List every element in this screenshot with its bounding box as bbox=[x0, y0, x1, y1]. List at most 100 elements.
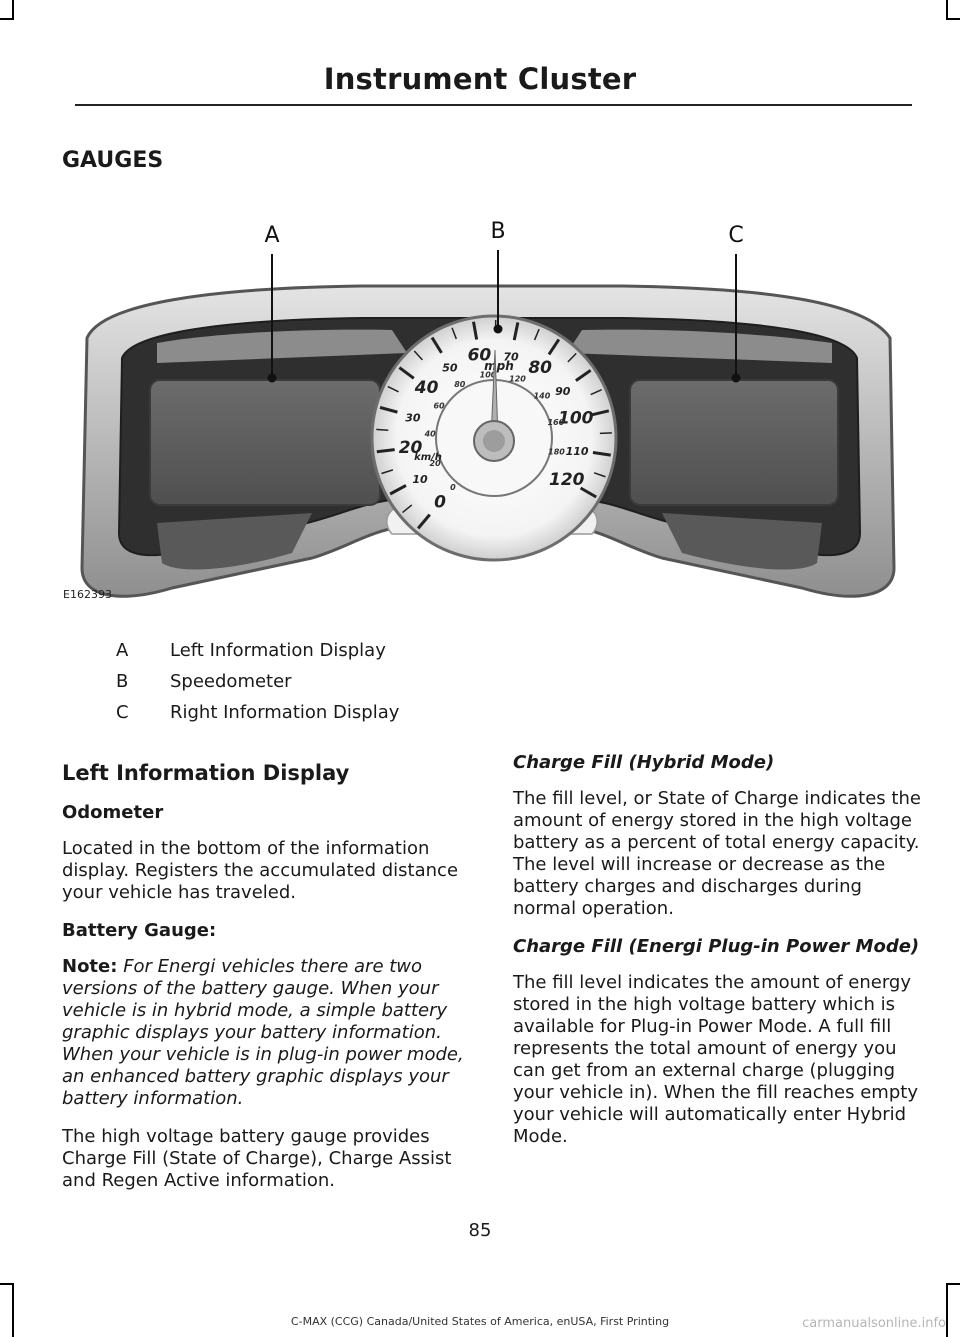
note-label: Note: bbox=[62, 956, 118, 977]
speedometer-mph-label: 100 bbox=[558, 409, 594, 429]
speedometer-mph-label: 0 bbox=[434, 492, 446, 512]
speedometer-tick bbox=[402, 504, 413, 514]
speedometer-tick bbox=[590, 409, 610, 417]
speedometer-unit-kmh: km/h bbox=[414, 452, 442, 463]
speedometer-tick bbox=[379, 406, 398, 414]
charge-fill-hybrid-heading: Charge Fill (Hybrid Mode) bbox=[513, 752, 775, 773]
crop-mark bbox=[946, 0, 948, 20]
crop-mark bbox=[0, 18, 14, 20]
speedometer-tick bbox=[567, 352, 577, 363]
speedometer-mph-label: 110 bbox=[566, 445, 589, 458]
speedometer-kmh-label: 20 bbox=[430, 459, 442, 468]
speedometer-tick bbox=[472, 321, 479, 340]
speedometer-mph-label: 20 bbox=[399, 438, 423, 458]
speedometer-tick bbox=[430, 336, 443, 354]
charge-fill-hybrid-paragraph: The fill level, or State of Charge indic… bbox=[513, 788, 921, 919]
speedometer-mph-label: 120 bbox=[549, 470, 585, 490]
speedometer-mph-label: 90 bbox=[555, 385, 571, 398]
speedometer-kmh-label: 180 bbox=[548, 448, 565, 457]
crop-mark bbox=[946, 1283, 960, 1285]
legend-key: C bbox=[116, 702, 129, 723]
speedometer-tick bbox=[590, 389, 602, 396]
right-information-display bbox=[629, 379, 839, 506]
left-lower-lobe bbox=[157, 513, 312, 570]
speedometer-tick bbox=[389, 484, 407, 496]
left-hood bbox=[157, 329, 407, 363]
speedometer-tick bbox=[592, 451, 611, 457]
speedometer-tick bbox=[398, 366, 415, 380]
speedometer-unit-mph: mph bbox=[484, 359, 514, 373]
battery-gauge-paragraph: The high voltage battery gauge provides … bbox=[62, 1126, 452, 1191]
footer-text: C-MAX (CCG) Canada/United States of Amer… bbox=[290, 1315, 670, 1328]
speedometer-kmh-label: 40 bbox=[424, 430, 437, 439]
speedometer-tick bbox=[417, 513, 431, 530]
speedometer-kmh-label: 60 bbox=[433, 401, 445, 410]
speedometer-kmh-labels: 0 20 40 60 80 100 120 140 160 180 bbox=[424, 370, 566, 492]
odometer-heading: Odometer bbox=[62, 802, 164, 823]
callout-dot-a bbox=[267, 373, 277, 383]
note-text: For Energi vehicles there are two versio… bbox=[62, 956, 464, 1109]
page-number: 85 bbox=[468, 1220, 492, 1241]
legend-key: B bbox=[116, 671, 129, 692]
charge-fill-energi-heading: Charge Fill (Energi Plug-in Power Mode) bbox=[513, 936, 920, 957]
speedometer-kmh-label: 140 bbox=[534, 392, 551, 401]
battery-gauge-heading: Battery Gauge: bbox=[62, 920, 217, 941]
charge-fill-energi-paragraph: The fill level indicates the amount of e… bbox=[513, 972, 918, 1147]
speedometer-kmh-label: 0 bbox=[450, 483, 456, 492]
speedometer-mph-label: 80 bbox=[528, 358, 552, 378]
speedometer-mph-label: 30 bbox=[405, 411, 421, 424]
callout-label-c: C bbox=[728, 223, 743, 248]
crop-mark bbox=[0, 1283, 14, 1285]
speedometer-tick bbox=[413, 350, 423, 361]
speedometer-tick bbox=[512, 322, 520, 341]
speedometer-kmh-label: 160 bbox=[548, 418, 565, 427]
right-column: Charge Fill (Hybrid Mode) The fill level… bbox=[513, 752, 921, 1164]
needle-hub-cap bbox=[483, 430, 505, 452]
left-information-display bbox=[149, 379, 381, 506]
crop-mark bbox=[12, 1283, 14, 1337]
legend-label: Right Information Display bbox=[170, 702, 400, 723]
speedometer-mph-label: 40 bbox=[414, 378, 439, 398]
left-column: Left Information Display Odometer Locate… bbox=[62, 762, 470, 1208]
speedometer-mph-label: 10 bbox=[412, 473, 428, 486]
speedometer-mph-label: 70 bbox=[503, 351, 519, 364]
speedometer-tick bbox=[579, 486, 597, 499]
speedometer-mph-label: 50 bbox=[442, 362, 458, 375]
speedometer-tick bbox=[451, 327, 458, 340]
section-title: GAUGES bbox=[62, 148, 164, 173]
speedometer-mph-label: 60 bbox=[468, 345, 492, 365]
crop-mark bbox=[946, 18, 960, 20]
callout-dot-b bbox=[493, 324, 503, 334]
left-display-heading: Left Information Display bbox=[62, 761, 350, 785]
speedometer-tick bbox=[547, 338, 561, 356]
speedometer-kmh-label: 120 bbox=[509, 374, 526, 383]
speedometer-kmh-label: 100 bbox=[480, 370, 497, 379]
callout-dot-c bbox=[731, 373, 741, 383]
speedometer-kmh-label: 80 bbox=[454, 380, 466, 389]
speedometer-tick bbox=[599, 432, 612, 435]
speedometer-ticks bbox=[376, 320, 612, 530]
callout-label-a: A bbox=[264, 223, 279, 248]
header-divider bbox=[75, 104, 912, 106]
crop-mark bbox=[12, 0, 14, 20]
speedometer-tick bbox=[376, 428, 389, 432]
crop-mark bbox=[946, 1283, 948, 1337]
watermark-text: carmanualsonline.info bbox=[802, 1316, 946, 1331]
speedometer-tick bbox=[575, 369, 592, 382]
note-paragraph: Note: For Energi vehicles there are two … bbox=[62, 956, 470, 1110]
right-lower-lobe bbox=[662, 513, 822, 570]
right-hood bbox=[567, 329, 832, 363]
speedometer-tick bbox=[376, 448, 395, 454]
speedometer-tick bbox=[387, 385, 399, 393]
legend-key: A bbox=[116, 640, 129, 661]
legend-label: Left Information Display bbox=[170, 640, 386, 661]
figure-image-id: E162393 bbox=[63, 588, 112, 601]
callout-label-b: B bbox=[490, 219, 505, 244]
odometer-paragraph: Located in the bottom of the information… bbox=[62, 838, 459, 903]
page-header-title: Instrument Cluster bbox=[323, 62, 637, 96]
speedometer-tick bbox=[593, 472, 606, 478]
speedometer-tick bbox=[533, 328, 540, 341]
legend-label: Speedometer bbox=[170, 671, 292, 692]
